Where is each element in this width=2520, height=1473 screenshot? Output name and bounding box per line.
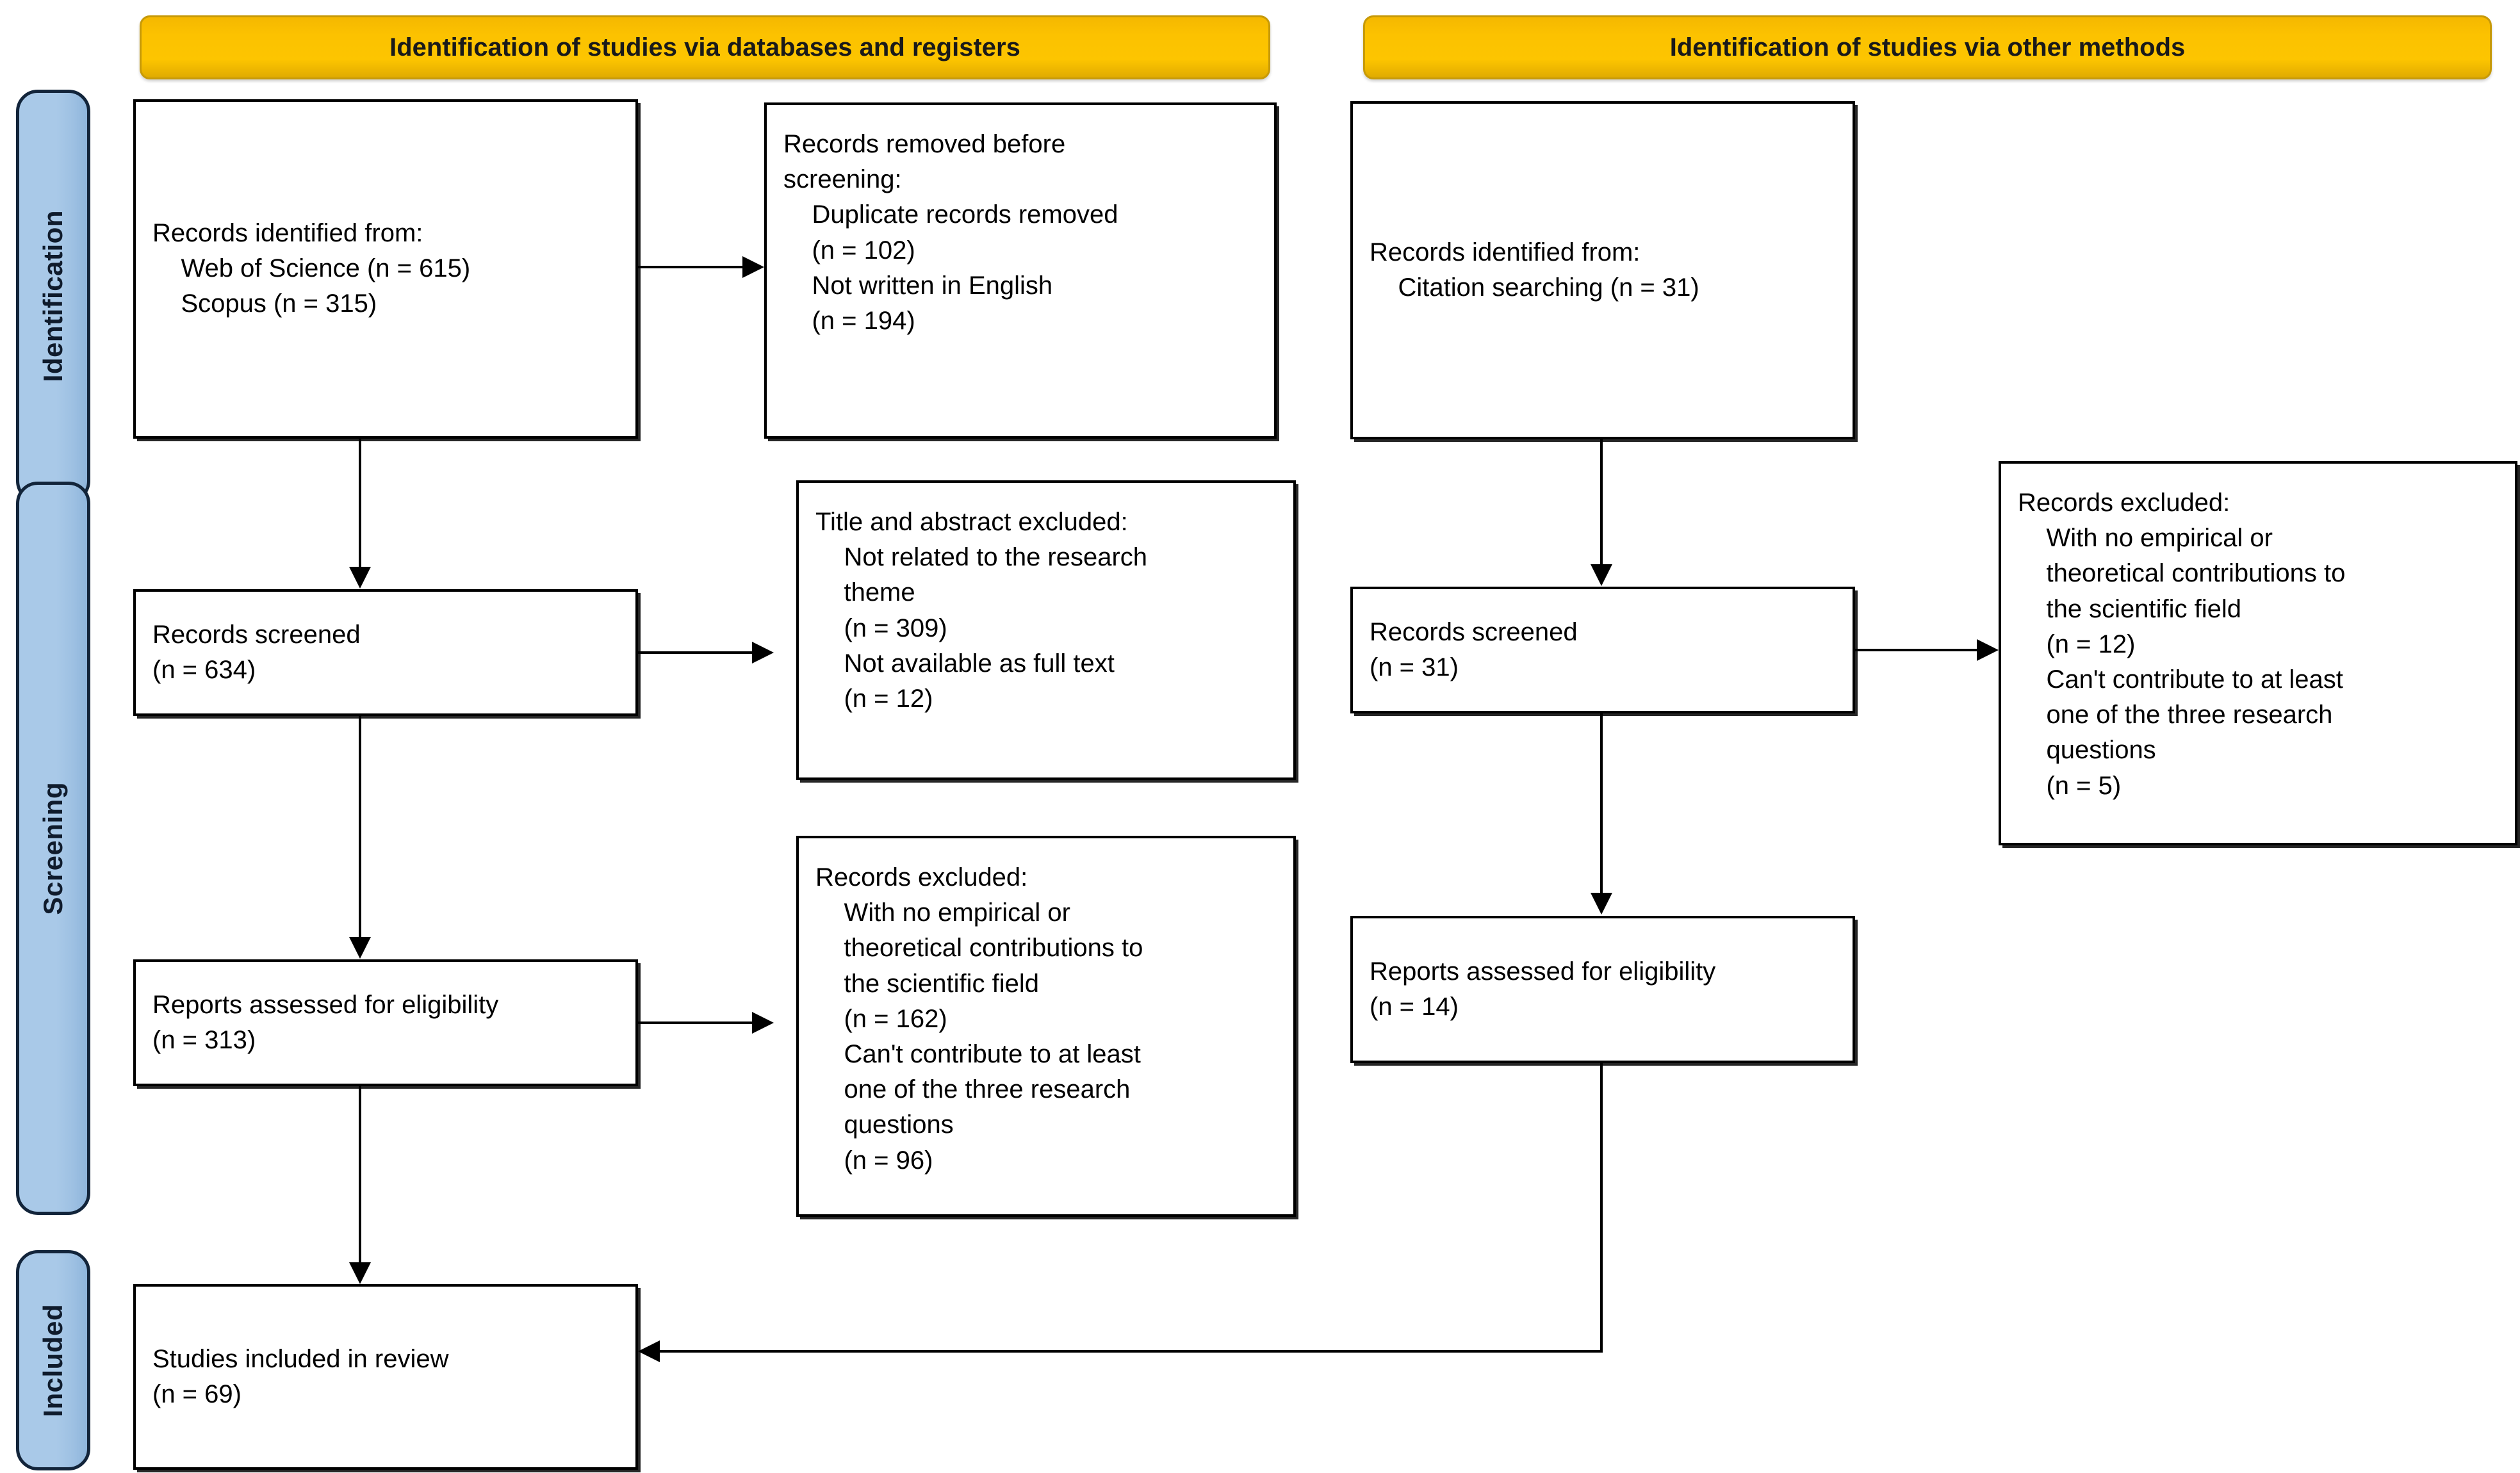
box-records-identified-databases-text: Records identified from: Web of Science … [152,219,471,318]
stage-pill-screening: Screening [16,482,90,1215]
arrowhead-reports-assessed-to-records-excluded [752,1012,774,1034]
box-reports-assessed-databases-text: Reports assessed for eligibility (n = 31… [152,990,499,1054]
stage-label-identification: Identification [38,210,68,382]
banner-other-methods-label: Identification of studies via other meth… [1669,33,2186,61]
box-reports-assessed-other-methods: Reports assessed for eligibility (n = 14… [1350,916,1855,1063]
box-records-excluded-databases: Records excluded: With no empirical or t… [796,836,1296,1217]
connector-screened-other-to-reports-assessed-other [1600,713,1603,893]
arrowhead-other-to-studies-included [638,1340,660,1362]
connector-reports-assessed-to-studies-included [359,1086,361,1262]
connector-reports-assessed-other-horizontal [660,1350,1603,1353]
box-records-screened-other-methods-text: Records screened (n = 31) [1370,617,1578,681]
box-records-screened-databases-text: Records screened (n = 634) [152,620,361,684]
arrowhead-screened-to-reports-assessed [349,937,371,959]
box-records-identified-other-methods: Records identified from: Citation search… [1350,101,1855,439]
box-reports-assessed-other-methods-text: Reports assessed for eligibility (n = 14… [1370,957,1716,1021]
connector-screened-to-title-abstract-excluded [638,651,752,654]
connector-identified-other-to-screened-other [1600,439,1603,564]
banner-databases-and-registers: Identification of studies via databases … [140,15,1270,79]
connector-identified-to-screened [359,439,361,567]
connector-identified-to-removed [638,266,742,268]
arrowhead-screened-to-title-abstract-excluded [752,642,774,663]
arrowhead-screened-other-to-records-excluded-other [1977,639,1999,661]
arrowhead-identified-other-to-screened-other [1591,564,1612,586]
box-title-abstract-excluded-text: Title and abstract excluded: Not related… [815,508,1148,713]
box-reports-assessed-databases: Reports assessed for eligibility (n = 31… [133,959,638,1086]
banner-other-methods: Identification of studies via other meth… [1363,15,2492,79]
arrowhead-identified-to-removed [742,256,764,278]
box-title-abstract-excluded: Title and abstract excluded: Not related… [796,480,1296,780]
connector-screened-other-to-records-excluded-other [1855,649,1977,651]
stage-pill-identification: Identification [16,90,90,503]
box-records-excluded-other-methods-text: Records excluded: With no empirical or t… [2018,489,2346,800]
connector-reports-assessed-to-records-excluded [638,1021,752,1024]
stage-label-screening: Screening [38,781,68,915]
box-records-screened-databases: Records screened (n = 634) [133,589,638,716]
box-records-excluded-databases-text: Records excluded: With no empirical or t… [815,863,1143,1175]
box-records-screened-other-methods: Records screened (n = 31) [1350,587,1855,713]
box-records-excluded-other-methods: Records excluded: With no empirical or t… [1999,461,2517,845]
box-records-identified-other-methods-text: Records identified from: Citation search… [1370,238,1699,302]
box-studies-included-in-review-text: Studies included in review (n = 69) [152,1344,449,1408]
box-records-removed-before-screening: Records removed before screening: Duplic… [764,102,1277,439]
stage-label-included: Included [38,1303,68,1417]
arrowhead-identified-to-screened [349,567,371,589]
banner-databases-and-registers-label: Identification of studies via databases … [389,33,1020,61]
box-records-identified-databases: Records identified from: Web of Science … [133,99,638,439]
box-records-removed-before-screening-text: Records removed before screening: Duplic… [783,130,1118,335]
arrowhead-screened-other-to-reports-assessed-other [1591,893,1612,915]
box-studies-included-in-review: Studies included in review (n = 69) [133,1284,638,1470]
stage-pill-included: Included [16,1250,90,1470]
arrowhead-reports-assessed-to-studies-included [349,1262,371,1284]
connector-reports-assessed-other-vertical [1600,1063,1603,1353]
connector-screened-to-reports-assessed [359,716,361,937]
